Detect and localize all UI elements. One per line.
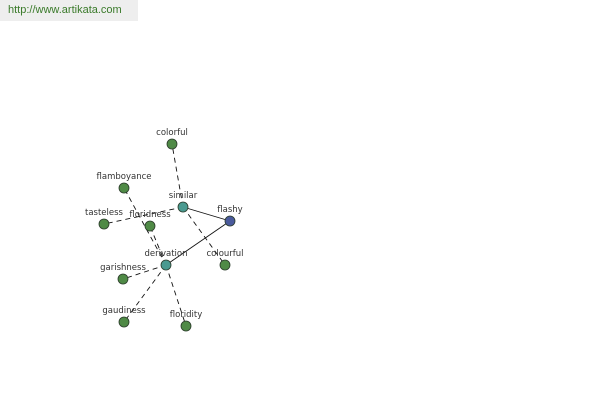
edge-similar-colorful <box>171 143 184 208</box>
node-dot[interactable] <box>117 273 129 285</box>
node-dot[interactable] <box>177 201 189 213</box>
node-label: garishness <box>100 263 146 273</box>
nodes-layer: colorful flamboyance similar flashy tasteles… <box>85 128 244 332</box>
node-dot[interactable] <box>98 218 110 230</box>
node-flamboyance[interactable]: flamboyance <box>97 172 152 194</box>
node-label: similar <box>169 191 198 201</box>
edges-layer <box>103 143 231 327</box>
node-derivation[interactable]: derivation <box>144 249 188 271</box>
node-label: colorful <box>156 128 188 138</box>
node-gaudiness[interactable]: gaudiness <box>102 306 146 328</box>
node-dot[interactable] <box>118 182 130 194</box>
site-link[interactable]: http://www.artikata.com <box>8 4 122 16</box>
node-garishness[interactable]: garishness <box>100 263 146 285</box>
node-label: gaudiness <box>102 306 146 316</box>
node-dot[interactable] <box>144 220 156 232</box>
node-colourful[interactable]: colourful <box>206 249 244 271</box>
node-label: tasteless <box>85 208 124 218</box>
edge-derivation-gaudiness <box>123 264 167 323</box>
node-dot[interactable] <box>118 316 130 328</box>
node-dot[interactable] <box>180 320 192 332</box>
node-flashy[interactable]: flashy <box>217 205 243 227</box>
edge-similar-colourful <box>182 206 226 266</box>
header-bar: http://www.artikata.com <box>0 0 138 21</box>
node-label: flashy <box>217 205 242 215</box>
node-floridness[interactable]: floridness <box>129 210 171 232</box>
node-dot[interactable] <box>224 215 236 227</box>
node-label: derivation <box>144 249 187 259</box>
node-similar[interactable]: similar <box>169 191 198 213</box>
edge-similar-tasteless <box>103 206 184 225</box>
edge-derivation-garishness <box>122 264 167 280</box>
node-dot[interactable] <box>166 138 178 150</box>
edge-derivation-flamboyance <box>123 187 167 266</box>
node-floridity[interactable]: floridity <box>170 310 203 332</box>
node-label: floridity <box>170 310 203 320</box>
edge-derivation-floridity <box>165 264 187 327</box>
edge-derivation-floridness <box>149 225 167 266</box>
node-tasteless[interactable]: tasteless <box>85 208 124 230</box>
node-label: colourful <box>206 249 243 259</box>
node-label: flamboyance <box>97 172 152 182</box>
edge-flashy-derivation <box>165 220 231 266</box>
edge-flashy-similar <box>182 206 231 222</box>
node-colorful[interactable]: colorful <box>156 128 188 150</box>
node-label: floridness <box>129 210 171 220</box>
node-dot[interactable] <box>160 259 172 271</box>
node-dot[interactable] <box>219 259 231 271</box>
